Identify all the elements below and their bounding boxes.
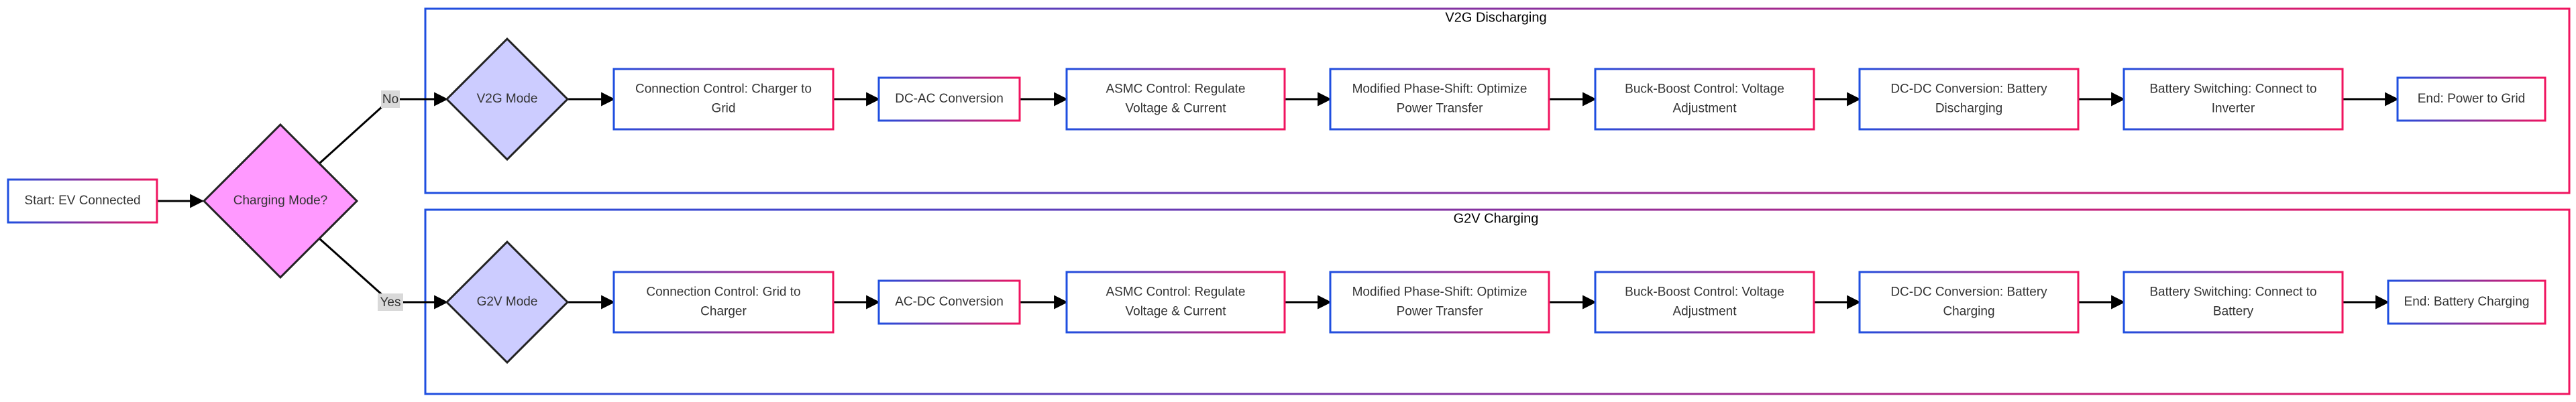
g2v-mode-step-2-box	[877, 279, 1021, 325]
v2g-mode-step-1-label: Grid	[712, 102, 736, 116]
v2g-mode-step-1-label: Connection Control: Charger to	[635, 82, 812, 96]
start-node[interactable]: Start: EV Connected	[7, 178, 158, 224]
v2g-mode-step-6-label: DC-DC Conversion: Battery	[1890, 82, 2047, 96]
v2g-mode-step-4-label: Modified Phase-Shift: Optimize	[1352, 82, 1527, 96]
start-node-label: Start: EV Connected	[24, 194, 140, 208]
g2v-mode-step-6-label: Charging	[1943, 305, 1994, 319]
v2g-mode-step-3-box	[1065, 68, 1286, 131]
edge-label-yes-bg	[378, 293, 403, 311]
v2g-mode-step-2-label: DC-AC Conversion	[895, 92, 1004, 106]
g2v-mode-step-1[interactable]: Connection Control: Grid to Charger	[612, 271, 835, 334]
g2v-mode-step-1-label: Charger	[700, 305, 747, 319]
g2v-mode-step-5-label: Adjustment	[1672, 305, 1737, 319]
g2v-mode-step-4-box	[1329, 271, 1550, 334]
edge-label-yes: Yes	[378, 293, 403, 311]
subgraph-title: V2G Discharging	[1445, 10, 1546, 25]
v2g-mode-diamond-label: V2G Mode	[477, 92, 538, 106]
v2g-mode-step-7[interactable]: Battery Switching: Connect to Inverter	[2123, 68, 2344, 131]
g2v-mode-step-5-box	[1594, 271, 1815, 334]
g2v-mode-step-7[interactable]: Battery Switching: Connect to Battery	[2123, 271, 2344, 334]
g2v-mode-step-6-box	[1858, 271, 2080, 334]
g2v-mode-diamond-shape	[445, 240, 570, 364]
g2v-mode-step-7-box	[2123, 271, 2344, 334]
edge-decision-to-g2v	[318, 237, 449, 310]
subgraph-title: G2V Charging	[1454, 211, 1539, 226]
g2v-mode-step-3-label: Voltage & Current	[1126, 305, 1227, 319]
g2v-mode-step-8[interactable]: End: Battery Charging	[2387, 279, 2546, 325]
g2v-mode-step-3-box	[1065, 271, 1286, 334]
v2g-mode-step-8-box	[2396, 76, 2546, 122]
charging-mode-decision[interactable]: Charging Mode?	[202, 123, 359, 279]
g2v-mode-step-4-label: Modified Phase-Shift: Optimize	[1352, 285, 1527, 299]
v2g-mode-step-6-label: Discharging	[1935, 102, 2002, 116]
g2v-mode-step-8-box	[2387, 279, 2546, 325]
g2v-mode-step-7-label: Battery	[2213, 305, 2254, 319]
g2v-mode-step-5-label: Buck-Boost Control: Voltage	[1625, 285, 1784, 299]
edge-label-no-text: No	[382, 92, 398, 107]
charging-mode-decision-label: Charging Mode?	[233, 194, 327, 208]
v2g-mode-step-8-label: End: Power to Grid	[2418, 92, 2526, 106]
g2v-mode-step-6-label: DC-DC Conversion: Battery	[1890, 285, 2047, 299]
v2g-mode-step-7-box	[2123, 68, 2344, 131]
edge-decision-to-v2g	[318, 92, 449, 165]
g2v-mode-step-1-label: Connection Control: Grid to	[646, 285, 800, 299]
g2v-mode-diamond-label: G2V Mode	[477, 295, 538, 309]
g2v-mode-diamond[interactable]: G2V Mode	[445, 240, 570, 364]
v2g-mode-step-3-label: Voltage & Current	[1126, 102, 1227, 116]
g2v-mode-step-4-label: Power Transfer	[1397, 305, 1483, 319]
v2g-mode-diamond[interactable]: V2G Mode	[445, 37, 570, 161]
v2g-mode-step-6-box	[1858, 68, 2080, 131]
v2g-mode-step-5-label: Buck-Boost Control: Voltage	[1625, 82, 1784, 96]
g2v-mode-step-1-box	[612, 271, 835, 334]
g2v-mode-step-2-label: AC-DC Conversion	[895, 295, 1004, 309]
edge-label-no-bg	[381, 90, 400, 108]
v2g-mode-step-3-label: ASMC Control: Regulate	[1106, 82, 1245, 96]
v2g-mode-step-2[interactable]: DC-AC Conversion	[877, 76, 1021, 122]
v2g-mode-step-2-box	[877, 76, 1021, 122]
v2g-mode-step-1-box	[612, 68, 835, 131]
start-node-box	[7, 178, 158, 224]
v2g-mode-step-7-label: Inverter	[2212, 102, 2255, 116]
v2g-mode-diamond-shape	[445, 37, 570, 161]
g2v-mode-step-2[interactable]: AC-DC Conversion	[877, 279, 1021, 325]
v2g-mode-step-5-label: Adjustment	[1672, 102, 1737, 116]
edge-label-no: No	[381, 90, 400, 108]
charging-mode-decision-shape	[202, 123, 359, 279]
edge-label-yes-text: Yes	[380, 295, 401, 310]
v2g-mode-step-5-box	[1594, 68, 1815, 131]
subgraph-v2g-discharging	[424, 7, 2571, 194]
v2g-mode-step-1[interactable]: Connection Control: Charger to Grid	[612, 68, 835, 131]
v2g-mode-step-7-label: Battery Switching: Connect to	[2149, 82, 2316, 96]
g2v-mode-step-8-label: End: Battery Charging	[2404, 295, 2530, 309]
v2g-mode-step-4-label: Power Transfer	[1397, 102, 1483, 116]
g2v-mode-step-3-label: ASMC Control: Regulate	[1106, 285, 1245, 299]
g2v-mode-step-7-label: Battery Switching: Connect to	[2149, 285, 2316, 299]
v2g-mode-step-4-box	[1329, 68, 1550, 131]
v2g-mode-step-8[interactable]: End: Power to Grid	[2396, 76, 2546, 122]
